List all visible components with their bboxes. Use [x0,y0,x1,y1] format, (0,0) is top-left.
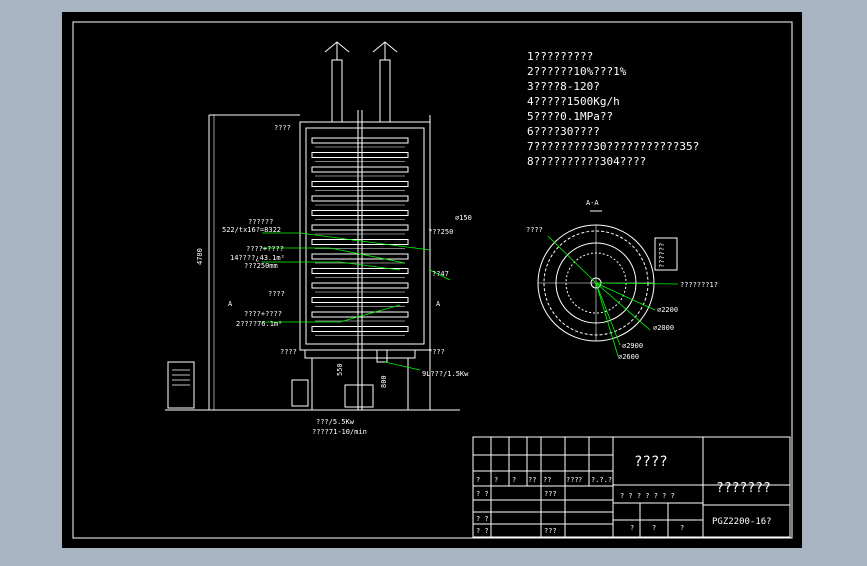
upper-area-label: 14????¿43.1m² [230,254,285,262]
section-mark-left: A [228,300,233,308]
tb-r5-c4: ??? [544,527,557,535]
title-block-text: ???? ??????? PGZ2200-16? ? ? ? ?? ?? ???… [476,454,772,535]
section-right-label: ???????1? [680,281,718,289]
mid-left-label: ???? [268,290,285,298]
tray [311,282,409,289]
main-motor-label: ???/5.5Kw [316,418,355,426]
elevation-view [165,41,460,411]
tray [311,181,409,187]
tb-r1-c6: ??? [566,476,579,484]
gearbox [344,384,374,408]
tb-r1-c5: ?? [543,476,551,484]
section-box-label: ?????? [658,243,666,268]
title-block [472,436,791,538]
tray-spec-label: 522/tx16?=8322 [222,226,281,234]
right-upper-label: ???250 [428,228,453,236]
tb-r1-c7: ? [578,476,582,484]
bottom-right-label: ???? [428,348,445,356]
tray [311,326,409,332]
lower-heat-label: ????+???? [244,310,282,318]
section-view-a-a: A-A ???? ?????? ???????1? ⌀2200 ⌀2000 ⌀2… [526,199,718,361]
tb-scale-1: ? [630,524,634,532]
section-title: A-A [586,199,599,207]
dim-800: 800 [380,375,388,388]
spec-line-8: 8??????????304???? [527,155,646,168]
main-motor [291,379,309,407]
project-name: ???? [634,454,668,470]
right-mid-label: ??47 [432,270,449,278]
tray [311,210,409,216]
drawing-sheet [62,12,802,548]
tb-r1-c1: ? [476,476,480,484]
tray [311,195,409,202]
tb-scale-3: ? [680,524,684,532]
top-left-label: ???? [274,124,291,132]
pipe-diameter-label: ⌀150 [455,214,472,222]
drawing-name: ??????? [716,481,771,496]
spec-line-3: 3????8-120? [527,80,600,93]
dia-2900: ⌀2900 [622,342,643,350]
leader-lines [262,232,451,371]
spec-line-5: 5????0.1MPa?? [527,110,613,123]
section-mark-right: A [436,300,441,308]
spec-line-1: 1????????? [527,50,593,63]
bottom-left-label: ???? [280,348,297,356]
spec-line-7: 7?????????30???????????35? [527,140,699,153]
section-left-label: ???? [526,226,543,234]
dia-2200: ⌀2200 [657,306,678,314]
tb-r2-c4: ??? [544,490,557,498]
control-cabinet [167,361,195,409]
spec-list: 1????????? 2??????10%???1% 3????8-120? 4… [527,50,699,168]
lower-area-label: 2????76.1m² [236,320,282,328]
spec-line-2: 2??????10%???1% [527,65,627,78]
speed-label: ????71-10/min [312,428,367,436]
tb-r4: ? ? [476,515,489,523]
tray [311,224,409,231]
tb-r5-c1: ? ? [476,527,489,535]
tb-r2-c1: ? ? [476,490,489,498]
tb-r1-c4: ?? [528,476,536,484]
tray [311,297,409,303]
tb-r1-c8: ?.?.? [591,476,612,484]
drawing-number: PGZ2200-16? [712,517,772,527]
drive-motor-label: 9L???/1.5Kw [422,370,469,378]
tray [311,152,409,158]
tray-stack [311,137,409,336]
drive-motor [376,349,388,363]
stack-cap-right [372,41,398,60]
tray [311,166,409,173]
stack-cap-left [324,41,350,60]
dia-2600: ⌀2600 [618,353,639,361]
height-dim: 4780 [196,248,204,265]
tray [311,268,409,274]
tb-r1-c3: ? [512,476,516,484]
dim-550: 550 [336,363,344,376]
sheet-border [72,21,793,539]
upper-heat-label: ????+???? [246,245,284,253]
dia-2000: ⌀2000 [653,324,674,332]
tb-r1-c2: ? [494,476,498,484]
tray-type-label: ?????? [248,218,273,226]
tb-r3: ? ? ? ? ? ? ? [620,492,675,500]
tray [311,137,409,144]
spec-line-4: 4?????1500Kg/h [527,95,620,108]
spec-line-6: 6????30???? [527,125,600,138]
tray [311,239,409,245]
tray [311,311,409,318]
tb-scale-2: ? [652,524,656,532]
upper-spacing-label: ???250mm [244,262,278,270]
elevation-annotations: 4780 ???? ?????? 522/tx16?=8322 ????+???… [196,124,472,436]
